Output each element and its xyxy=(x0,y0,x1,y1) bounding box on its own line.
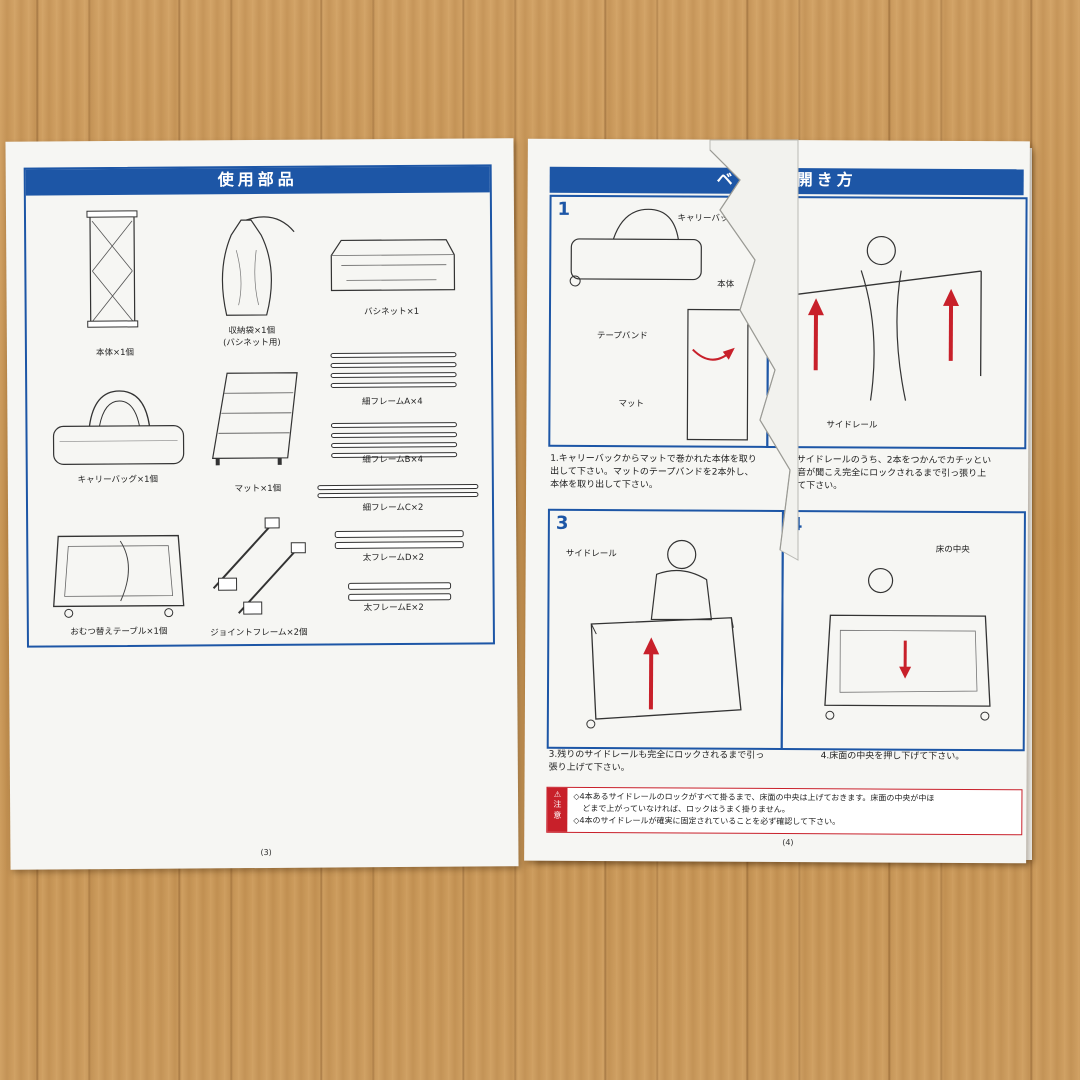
part-label-thin-frame-c: 細フレームC×2 xyxy=(362,502,424,514)
step-1-illustration xyxy=(569,208,749,441)
caution-box: ⚠ 注 意 ◇4本あるサイドレールのロックがすべて掛るまで、床面の中央は上げてお… xyxy=(546,786,1023,836)
thin-frame-c-illustration xyxy=(317,484,479,499)
mat-illustration xyxy=(211,372,298,466)
thin-frame-a-illustration xyxy=(330,352,457,389)
callout-side-rail-step2: サイドレール xyxy=(826,420,878,431)
part-label-carry-bag: キャリーバッグ×1個 xyxy=(77,474,159,486)
step-4-illustration xyxy=(824,567,991,721)
part-label-bassinet: バシネット×1 xyxy=(364,306,420,318)
part-label-thick-frame-d: 太フレームD×2 xyxy=(362,552,425,564)
storage-bag-illustration xyxy=(221,216,295,316)
caution-badge-char1: 注 xyxy=(553,799,562,809)
caution-badge: ⚠ 注 意 xyxy=(547,787,568,832)
bassinet-illustration xyxy=(330,239,456,292)
warning-triangle-icon: ⚠ xyxy=(553,789,562,799)
callout-side-rail-step3: サイドレール xyxy=(565,548,617,560)
page-number-left: (3) xyxy=(260,847,272,858)
page-number-right: (4) xyxy=(782,838,794,848)
main-body-illustration xyxy=(86,210,139,328)
step-4-caption: 4.床面の中央を押し下げて下さい。 xyxy=(821,750,1021,764)
step-2-caption: 2.サイドレールのうち、2本をつかんでカチッとい う音が聞こえ完全にロックされる… xyxy=(788,454,1028,494)
part-label-changing-table: おむつ替えテーブル×1個 xyxy=(70,626,168,638)
part-label-thick-frame-e: 太フレームE×2 xyxy=(363,602,424,614)
part-label-storage-bag: 収納袋×1個 xyxy=(228,325,276,337)
caution-text: ◇4本あるサイドレールのロックがすべて掛るまで、床面の中央は上げておきます。床面… xyxy=(573,791,934,829)
joint-frame-illustration xyxy=(212,517,306,615)
step-3-caption-line2: 張り上げて下さい。 xyxy=(548,762,630,774)
part-label-main-body: 本体×1個 xyxy=(95,347,134,359)
thin-frame-b-illustration xyxy=(330,422,458,458)
step-4-caption-line1: 4.床面の中央を押し下げて下さい。 xyxy=(820,751,965,762)
left-page: 使用部品 本体×1個 収納袋×1個 (バシネット用) バシネット×1 細フレーム… xyxy=(5,138,519,870)
step-3-caption-line1: 3.残りのサイドレールも完全にロックされるまで引っ xyxy=(548,749,765,761)
step-2-caption-line3: げて下さい。 xyxy=(788,481,843,492)
caution-line3: ◇4本のサイドレールが確実に固定されていることを必ず確認して下さい。 xyxy=(573,815,841,827)
part-label-thin-frame-b: 細フレームB×4 xyxy=(362,454,424,466)
changing-table-illustration xyxy=(53,534,185,618)
part-label-storage-bag-note: (バシネット用) xyxy=(223,337,281,349)
callout-mat: マット xyxy=(618,399,645,410)
callout-floor-center: 床の中央 xyxy=(935,544,970,556)
thick-frame-d-illustration xyxy=(334,530,464,549)
part-label-thin-frame-a: 細フレームA×4 xyxy=(361,396,423,408)
caution-badge-char2: 意 xyxy=(553,810,562,820)
step-2-caption-line1: 2.サイドレールのうち、2本をつかんでカチッとい xyxy=(788,455,992,467)
step-2-caption-line2: う音が聞こえ完全にロックされるまで引っ張り上 xyxy=(788,468,987,480)
part-label-mat: マット×1個 xyxy=(234,483,282,495)
carry-bag-illustration xyxy=(52,390,185,465)
part-label-joint-frame: ジョイントフレーム×2個 xyxy=(210,627,308,639)
callout-tape-band: テープバンド xyxy=(596,331,648,342)
paper-tear xyxy=(709,139,799,561)
step-3-caption: 3.残りのサイドレールも完全にロックされるまで引っ 張り上げて下さい。 xyxy=(549,749,789,776)
parts-title: 使用部品 xyxy=(25,166,490,196)
thick-frame-e-illustration xyxy=(348,582,452,601)
step-3-illustration xyxy=(586,539,742,729)
step-2-illustration xyxy=(789,235,982,401)
